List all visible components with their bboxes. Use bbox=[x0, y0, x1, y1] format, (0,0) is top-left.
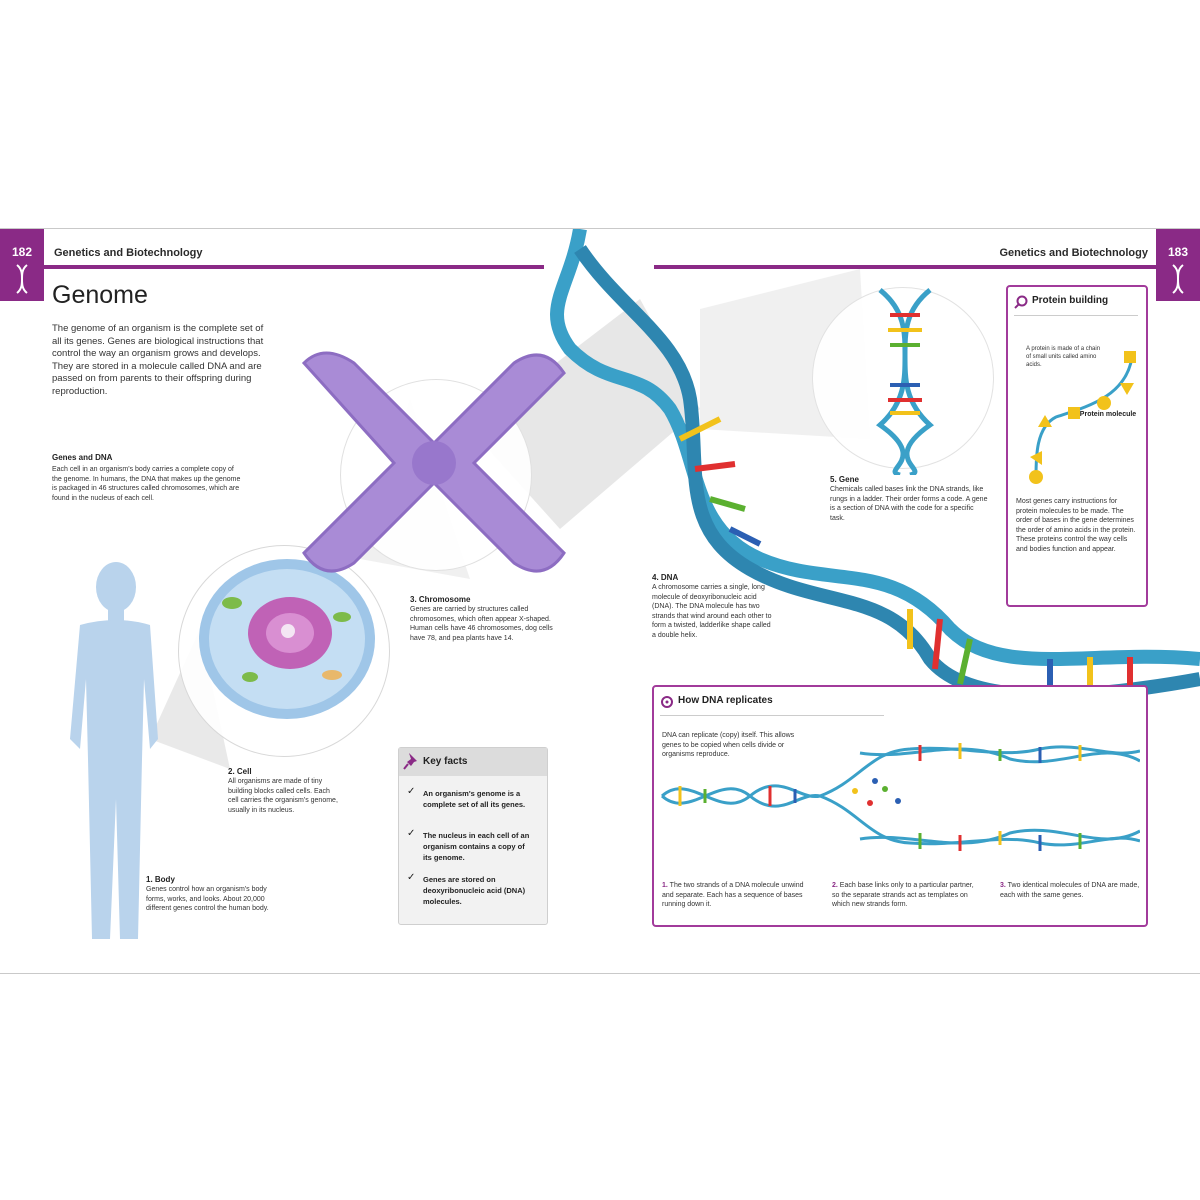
page-tab-left: 182 bbox=[0, 229, 44, 301]
key-facts-header bbox=[399, 748, 547, 776]
step-text: The two strands of a DNA molecule unwind… bbox=[662, 882, 804, 908]
dna-replicates-heading: How DNA replicates bbox=[678, 695, 773, 706]
book-spread: 182 Genetics and Biotechnology 183 Genet… bbox=[0, 228, 1200, 974]
step-number: 3. bbox=[1000, 882, 1006, 889]
page-title: Genome bbox=[52, 281, 148, 309]
protein-text: Most genes carry instructions for protei… bbox=[1016, 498, 1136, 553]
dna-icon bbox=[16, 264, 28, 294]
checkmark-icon: ✓ bbox=[407, 872, 416, 883]
replication-step-2: 2. Each base links only to a particular … bbox=[832, 881, 982, 910]
amino-acid-chain bbox=[1029, 351, 1136, 484]
key-fact-3: Genes are stored on deoxyribonucleic aci… bbox=[423, 875, 526, 906]
header-rule-right bbox=[654, 265, 1156, 269]
body-text: Genes control how an organism's body for… bbox=[146, 886, 269, 912]
human-body-silhouette bbox=[70, 562, 158, 939]
protein-note: A protein is made of a chain of small un… bbox=[1026, 346, 1101, 368]
chromosome-text: Genes are carried by structures called c… bbox=[410, 606, 553, 642]
key-facts-heading: Key facts bbox=[423, 756, 468, 767]
chromosome-illustration bbox=[301, 351, 566, 573]
body-label: 1. Body bbox=[146, 875, 175, 884]
dna-replicates-box: How DNA replicates DNA can replicate (co… bbox=[652, 685, 1148, 927]
protein-building-heading: Protein building bbox=[1032, 295, 1109, 306]
cell-text: All organisms are made of tiny building … bbox=[228, 778, 338, 814]
pushpin-icon bbox=[403, 753, 417, 770]
replication-step-1: 1. The two strands of a DNA molecule unw… bbox=[662, 881, 812, 910]
step-text: Two identical molecules of DNA are made,… bbox=[1000, 882, 1140, 899]
replication-step-3: 3. Two identical molecules of DNA are ma… bbox=[1000, 881, 1140, 900]
divider bbox=[660, 715, 884, 716]
genes-dna-text: Each cell in an organism's body carries … bbox=[52, 466, 241, 502]
checkmark-icon: ✓ bbox=[407, 828, 416, 839]
page-number-left: 182 bbox=[11, 245, 33, 259]
step-number: 1. bbox=[662, 882, 668, 889]
dna-icon bbox=[1172, 264, 1184, 294]
genes-dna-heading: Genes and DNA bbox=[52, 453, 113, 462]
dna-replicates-intro: DNA can replicate (copy) itself. This al… bbox=[662, 732, 795, 758]
page-number-right: 183 bbox=[1167, 245, 1189, 259]
gene-text: Chemicals called bases link the DNA stra… bbox=[830, 486, 988, 522]
cell-label: 2. Cell bbox=[228, 767, 252, 776]
header-rule-left bbox=[44, 265, 544, 269]
running-head-left: Genetics and Biotechnology bbox=[54, 247, 203, 259]
intro-text: The genome of an organism is the complet… bbox=[52, 323, 264, 397]
dna-label: 4. DNA bbox=[652, 573, 679, 582]
protein-building-box: Protein building A protein is made of a … bbox=[1006, 285, 1148, 607]
dna-text: A chromosome carries a single, long mole… bbox=[652, 584, 772, 639]
gear-icon bbox=[661, 696, 673, 708]
magnifier-icon bbox=[1014, 295, 1028, 309]
gene-label: 5. Gene bbox=[830, 475, 859, 484]
divider bbox=[1014, 315, 1138, 316]
chromosome-label: 3. Chromosome bbox=[410, 595, 471, 604]
checkmark-icon: ✓ bbox=[407, 786, 416, 797]
protein-molecule-label: Protein molecule bbox=[1079, 411, 1137, 418]
step-text: Each base links only to a particular par… bbox=[832, 882, 974, 908]
running-head-right: Genetics and Biotechnology bbox=[999, 247, 1148, 259]
cell-illustration bbox=[199, 559, 375, 719]
step-number: 2. bbox=[832, 882, 838, 889]
key-facts-box: Key facts ✓ An organism's genome is a co… bbox=[398, 747, 548, 925]
key-fact-1: An organism's genome is a complete set o… bbox=[423, 789, 526, 809]
gene-helix-illustration bbox=[875, 288, 935, 475]
replication-diagram bbox=[661, 743, 1140, 851]
key-fact-2: The nucleus in each cell of an organism … bbox=[423, 831, 530, 862]
page-tab-right: 183 bbox=[1156, 229, 1200, 301]
